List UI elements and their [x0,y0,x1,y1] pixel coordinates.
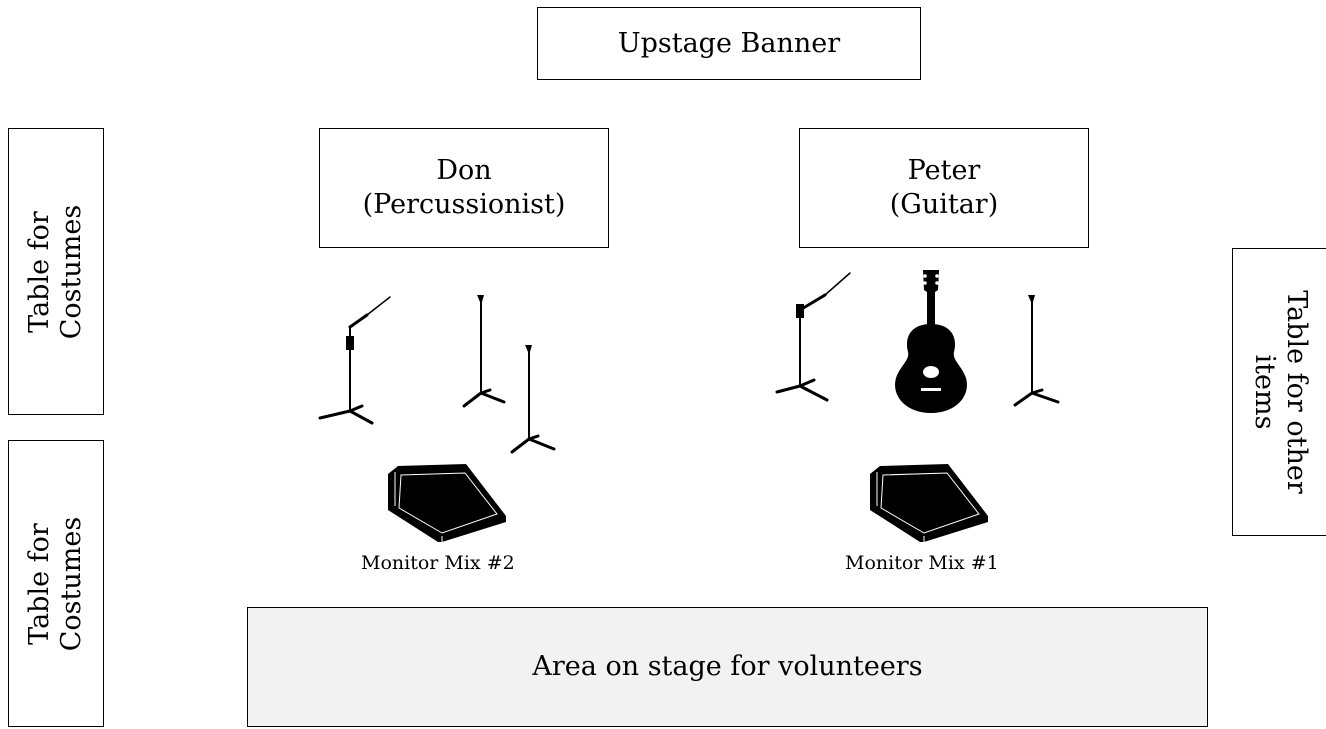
boom-mic-stand-icon [775,272,851,402]
monitor-mix-2-label: Monitor Mix #2 [361,552,515,574]
monitor-mix-1-label: Monitor Mix #1 [845,552,999,574]
performer-role: (Guitar) [889,189,999,220]
volunteer-area: Area on stage for volunteers [247,607,1208,727]
floor-monitor-speaker-icon [388,464,506,542]
table-costumes-top-label: Table for Costumes [24,204,87,339]
performer-box-peter: Peter (Guitar) [799,128,1089,248]
mic-stand-icon [462,295,506,408]
performer-box-don: Don (Percussionist) [319,128,609,248]
performer-name: Don [436,155,492,186]
performer-name: Peter [907,155,981,186]
acoustic-guitar-icon [895,270,967,413]
table-other-items: Table for other items [1232,248,1326,536]
mic-stand-icon [1013,295,1060,407]
mic-stand-icon [510,345,556,454]
upstage-banner: Upstage Banner [537,7,921,80]
table-costumes-bottom: Table for Costumes [8,440,104,727]
volunteer-area-label: Area on stage for volunteers [532,651,923,682]
table-costumes-bottom-label: Table for Costumes [24,516,87,651]
upstage-banner-label: Upstage Banner [617,27,841,59]
floor-monitor-speaker-icon [870,464,988,542]
performer-role: (Percussionist) [362,189,566,220]
table-other-items-label: Table for other items [1249,290,1312,494]
boom-mic-stand-icon [318,296,391,425]
table-costumes-top: Table for Costumes [8,128,104,415]
